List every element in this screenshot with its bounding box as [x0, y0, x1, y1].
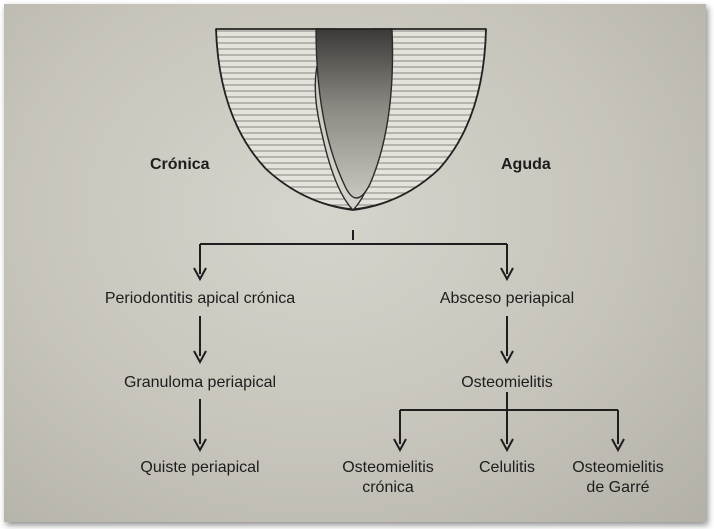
chronic-label: Crónica: [150, 155, 210, 175]
acute-label: Aguda: [501, 155, 551, 175]
acute-step-2: Osteomielitis: [461, 373, 553, 393]
chronic-step-1: Periodontitis apical crónica: [105, 289, 295, 309]
flowchart-graphics: [4, 4, 706, 522]
flow-connectors: [200, 230, 618, 444]
acute-outcome-1: Osteomielitis crónica: [342, 458, 434, 498]
acute-outcome-3: Osteomielitis de Garré: [572, 458, 664, 498]
chronic-step-2: Granuloma periapical: [124, 373, 276, 393]
acute-outcome-2: Celulitis: [479, 458, 535, 478]
diagram-photo: Crónica Aguda Periodontitis apical cróni…: [4, 4, 706, 522]
acute-step-1: Absceso periapical: [440, 289, 574, 309]
chronic-step-3: Quiste periapical: [140, 458, 259, 478]
chronic-acute-funnel: [216, 29, 486, 210]
